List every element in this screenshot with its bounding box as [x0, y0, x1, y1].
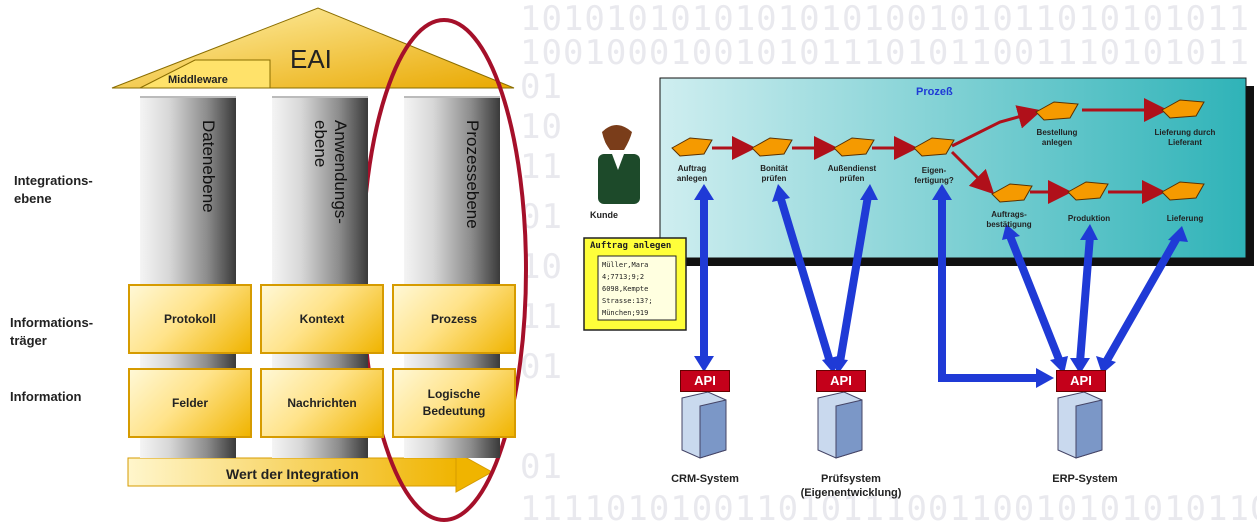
process-node-label: Auftrag anlegen: [676, 164, 708, 183]
process-node-shape: [751, 137, 793, 157]
customer-figure: [598, 125, 640, 204]
carrier-box: Kontext: [260, 284, 384, 354]
order-note-line: 4;7713;9;2: [602, 273, 645, 281]
process-node-label: Lieferung: [1166, 214, 1204, 223]
value-arrow-label: Wert der Integration: [226, 466, 359, 482]
system-label: Prüfsystem (Eigenentwicklung): [800, 473, 902, 499]
binary-row: 10: [520, 107, 563, 147]
api-badge: API: [1056, 370, 1106, 392]
value-arrow-head: [455, 451, 494, 493]
process-node-shape: [991, 183, 1033, 203]
row-label-information: Information: [10, 389, 82, 404]
system-label: CRM-System: [671, 473, 739, 485]
middleware-label: Middleware: [168, 74, 228, 86]
customer-label: Kunde: [590, 210, 618, 220]
binary-row: 1010101010101010100101011010101011: [520, 0, 1250, 39]
order-note-line: München;919: [602, 309, 649, 317]
binary-row: 01: [520, 67, 563, 107]
order-note-line: Strasse:13?;: [602, 297, 653, 305]
api-badge: API: [680, 370, 730, 392]
process-node-label: Eigen- fertigung?: [914, 166, 954, 185]
information-box: Logische Bedeutung: [392, 368, 516, 438]
carrier-box: Protokoll: [128, 284, 252, 354]
binary-row: 1001000100101011101011001110101011: [520, 33, 1250, 73]
row-label-carrier: Informations- träger: [10, 315, 94, 348]
integration-arrow-heads: [694, 184, 1188, 388]
process-node-label: Lieferung durch Lieferant: [1154, 128, 1216, 147]
process-node-label: Bestellung anlegen: [1036, 128, 1078, 147]
eai-temple-graphic: [111, 7, 528, 522]
binary-row: 11110101001101011100110010101010110: [520, 489, 1257, 529]
process-node-label: Auftrags- bestätigung: [986, 210, 1032, 229]
row-label-integration: Integrations- ebene: [14, 173, 93, 206]
binary-row: 01: [520, 447, 563, 487]
middleware-band: [139, 59, 271, 89]
process-node-label: Produktion: [1067, 214, 1111, 223]
binary-row: 01: [520, 197, 563, 237]
process-node-label: Außendienst prüfen: [827, 164, 877, 183]
order-note-line: Müller,Mara: [602, 261, 649, 269]
carrier-box: Prozess: [392, 284, 516, 354]
order-note-line: 6098,Kempte: [602, 285, 649, 293]
server-shapes: [681, 391, 1103, 459]
binary-row: 01: [520, 347, 563, 387]
integration-arrows: [700, 192, 1182, 382]
information-box: Nachrichten: [260, 368, 384, 438]
process-node-label: Bonität prüfen: [760, 164, 788, 183]
process-node-shape: [671, 137, 713, 157]
api-badge: API: [816, 370, 866, 392]
process-node-shape: [1161, 181, 1205, 201]
order-note-title: Auftrag anlegen: [590, 241, 672, 251]
order-note-body: Müller,Mara 4;7713;9;2 6098,Kempte Stras…: [602, 259, 676, 319]
process-node-shape: [833, 137, 875, 157]
eai-title: EAI: [290, 44, 332, 74]
order-note-shape: [583, 237, 687, 331]
process-title: Prozeß: [916, 86, 953, 98]
information-box: Felder: [128, 368, 252, 438]
process-node-shape: [1067, 181, 1109, 201]
binary-row: 11: [520, 147, 563, 187]
system-label: ERP-System: [1052, 473, 1118, 485]
process-node-shape: [913, 137, 955, 157]
process-nodes: [671, 99, 1205, 203]
process-node-shape: [1161, 99, 1205, 119]
process-node-shape: [1035, 101, 1079, 121]
process-flow-arrows: [712, 98, 1168, 204]
